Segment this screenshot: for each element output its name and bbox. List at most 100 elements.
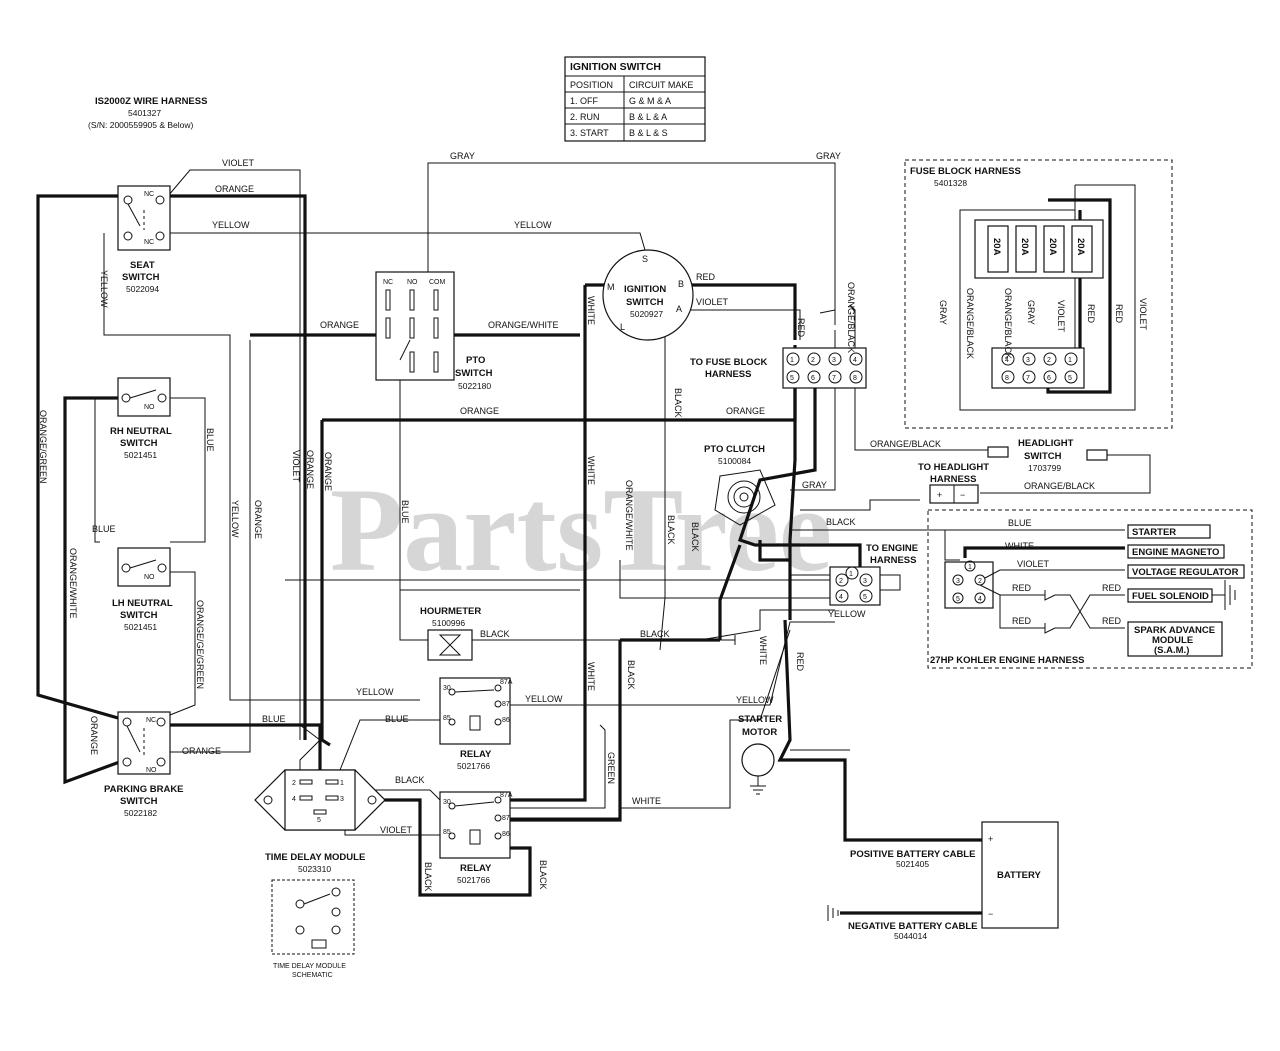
ignition-switch: S B A L M IGNITION SWITCH 5020927: [602, 249, 694, 341]
tdm-pin: 1: [340, 780, 344, 787]
to-headlight-name1: TO HEADLIGHT: [918, 462, 989, 473]
ignition-name2: SWITCH: [626, 297, 664, 308]
fuse-block-pin-circle: [1043, 352, 1057, 366]
fuse-rating: 20A: [1047, 238, 1058, 256]
wire-label: VIOLET: [291, 450, 301, 483]
park-no: NO: [146, 767, 157, 774]
ignition-table-header-circuit: CIRCUIT MAKE: [629, 80, 693, 90]
ign-pin-s: S: [642, 254, 648, 264]
fuse-conn-pin: 8: [853, 375, 857, 382]
svg-text:3: 3: [956, 578, 960, 585]
wire-label: ORANGE: [253, 500, 263, 539]
wire-label: ORANGE: [89, 716, 99, 755]
to-engine-name1: TO ENGINE: [866, 543, 918, 554]
fuse-rating: 20A: [1019, 238, 1030, 256]
engine-pin: 1: [849, 571, 853, 578]
wire-label: ORANGE/BLACK: [1003, 288, 1013, 359]
wire-label: VIOLET: [1056, 300, 1066, 333]
wire-label: VIOLET: [1017, 559, 1050, 569]
wire-label: BLUE: [1008, 518, 1032, 528]
battery: + − BATTERY POSITIVE BATTERY CABLE 50214…: [827, 821, 1059, 941]
ignition-table-cell: B & L & S: [629, 128, 668, 138]
headlight-harness-connector: TO HEADLIGHT HARNESS + −: [918, 462, 989, 504]
rh-name1: RH NEUTRAL: [110, 426, 172, 437]
pto-clutch-name: PTO CLUTCH: [704, 444, 765, 455]
svg-text:2: 2: [978, 578, 982, 585]
wire-label: ORANGE/GE/GREEN: [195, 600, 205, 689]
fuse-block-pin: 3: [1026, 357, 1030, 364]
park-part: 5022182: [124, 808, 157, 818]
wire-label: BLACK: [673, 388, 683, 418]
wire-label: RED: [1012, 616, 1032, 626]
engine-pin-circle: [859, 589, 873, 603]
fuse-block-pin: 5: [1068, 375, 1072, 382]
wire-label: BLACK: [640, 629, 670, 639]
tdm-schem2: SCHEMATIC: [292, 972, 333, 979]
seat-switch: NC NC SEAT SWITCH 5022094: [117, 185, 171, 294]
svg-text:5: 5: [956, 596, 960, 603]
engine-pin: 3: [863, 578, 867, 585]
seat-part: 5022094: [126, 284, 159, 294]
fuse-conn-pin: 3: [832, 357, 836, 364]
fuse-block-pin-circle: [1064, 352, 1078, 366]
wire-label: ORANGE/BLACK: [1024, 481, 1095, 491]
kohler-solenoid: FUEL SOLENOID: [1132, 591, 1209, 602]
pto-clutch-part: 5100084: [718, 456, 751, 466]
svg-text:4: 4: [978, 596, 982, 603]
relay2-name: RELAY: [460, 863, 492, 874]
wire-label: VIOLET: [222, 158, 255, 168]
hourmeter: HOURMETER 5100996: [420, 606, 481, 661]
fuse-block-pin-circle: [1064, 370, 1078, 384]
wire-label: ORANGE: [320, 320, 359, 330]
wire-label: ORANGE: [305, 450, 315, 489]
wire-label: ORANGE/BLACK: [870, 439, 941, 449]
relay1-pin: 30: [443, 685, 451, 692]
park-nc: NC: [146, 717, 156, 724]
neg-cable-part: 5044014: [894, 931, 927, 941]
fuse-block-pin: 6: [1047, 375, 1051, 382]
fuse-block-title: FUSE BLOCK HARNESS: [910, 166, 1021, 177]
harness-title: IS2000Z WIRE HARNESS: [95, 96, 207, 107]
parking-brake-switch: NC NO PARKING BRAKE SWITCH 5022182: [104, 711, 184, 818]
tdm-part: 5023310: [298, 864, 331, 874]
fuse-conn-pin-circle: [786, 370, 800, 384]
relay2-pin: 87A: [500, 792, 513, 799]
relay1-part: 5021766: [457, 761, 490, 771]
fuse-block-part: 5401328: [934, 178, 967, 188]
wire-label: GRAY: [816, 151, 841, 161]
wire-label: RED: [1114, 304, 1124, 324]
wire-label: YELLOW: [736, 695, 774, 705]
time-delay-module: 2 1 4 3 5 TIME DELAY MODULE 5023310 TIME…: [254, 769, 386, 979]
wire-label: ORANGE/WHITE: [68, 548, 78, 619]
pos-cable-name: POSITIVE BATTERY CABLE: [850, 849, 975, 860]
ignition-name1: IGNITION: [624, 284, 666, 295]
fuse: [987, 225, 1009, 273]
relay1-name: RELAY: [460, 749, 492, 760]
relay2-pin: 85: [443, 829, 451, 836]
svg-text:1: 1: [968, 564, 972, 571]
pto-pin: NC: [383, 279, 393, 286]
pto-switch-name1: PTO: [466, 355, 485, 366]
seat-name2: SWITCH: [122, 272, 160, 283]
seat-name1: SEAT: [130, 260, 155, 271]
park-name1: PARKING BRAKE: [104, 784, 184, 795]
hourmeter-part: 5100996: [432, 618, 465, 628]
wire-label: WHITE: [758, 636, 768, 665]
wire-label: WHITE: [586, 662, 596, 691]
engine-pin-circle: [835, 589, 849, 603]
tdm-name: TIME DELAY MODULE: [265, 852, 365, 863]
fuse-conn-pin: 2: [811, 357, 815, 364]
wire-label: YELLOW: [212, 220, 250, 230]
fuse-conn-pin-circle: [786, 352, 800, 366]
relay2-pin: 86: [502, 831, 510, 838]
tdm-schem1: TIME DELAY MODULE: [273, 963, 346, 970]
headlight-part: 1703799: [1028, 463, 1061, 473]
ignition-table-cell: 2. RUN: [570, 112, 600, 122]
wire-label: GRAY: [1026, 300, 1036, 325]
rh-name2: SWITCH: [120, 438, 158, 449]
rh-no: NO: [144, 404, 155, 411]
wire-label: ORANGE/GREEN: [38, 410, 48, 484]
wire-label: ORANGE: [726, 406, 765, 416]
tdm-pin: 5: [317, 817, 321, 824]
